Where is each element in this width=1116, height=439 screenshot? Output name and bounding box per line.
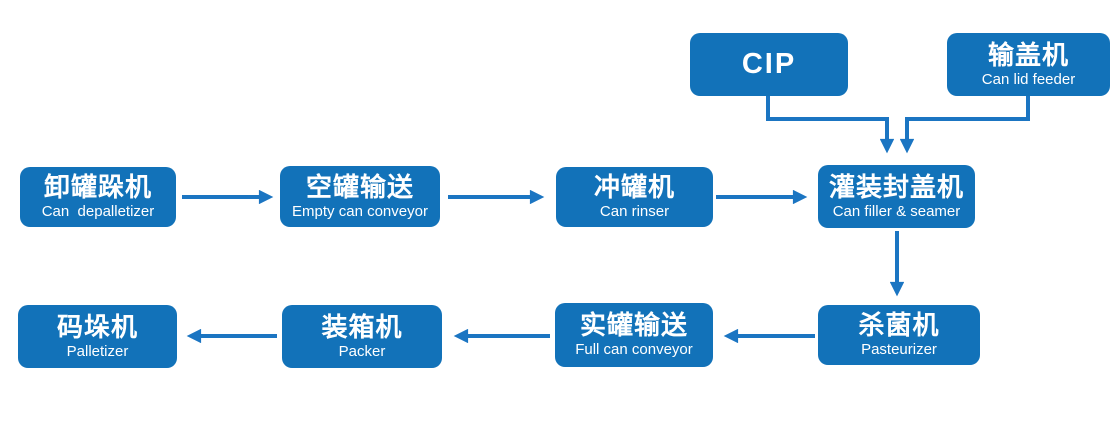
node-subtitle-can-depalletizer: Can depalletizer (41, 203, 155, 221)
node-title-full-can-conveyor: 实罐输送 (579, 310, 688, 341)
node-title-packer: 装箱机 (321, 311, 403, 342)
node-subtitle-packer: Packer (338, 342, 386, 360)
node-subtitle-empty-can-conveyor: Empty can conveyor (292, 202, 428, 220)
node-subtitle-can-lid-feeder: Can lid feeder (981, 70, 1076, 88)
node-subtitle-pasteurizer: Pasteurizer (861, 341, 937, 359)
node-title-empty-can-conveyor: 空罐输送 (305, 171, 414, 202)
edge-can-lid-feeder-to-can-filler-seamer (899, 96, 1030, 154)
node-title-can-filler-seamer: 灌装封盖机 (828, 171, 964, 202)
node-title-cip: CIP (741, 48, 797, 81)
node-subtitle-palletizer: Palletizer (66, 342, 129, 360)
node-title-can-lid-feeder: 输盖机 (987, 39, 1069, 70)
node-title-pasteurizer: 杀菌机 (858, 310, 940, 341)
edge-cip-to-can-filler-seamer (766, 96, 895, 154)
node-title-can-rinser: 冲罐机 (593, 172, 675, 203)
node-subtitle-can-filler-seamer: Can filler & seamer (832, 202, 961, 220)
node-title-palletizer: 码垛机 (56, 311, 138, 342)
node-subtitle-full-can-conveyor: Full can conveyor (575, 341, 693, 359)
node-title-can-depalletizer: 卸罐跺机 (43, 172, 152, 203)
node-subtitle-can-rinser: Can rinser (599, 203, 670, 221)
node-cip: CIP (690, 33, 848, 96)
